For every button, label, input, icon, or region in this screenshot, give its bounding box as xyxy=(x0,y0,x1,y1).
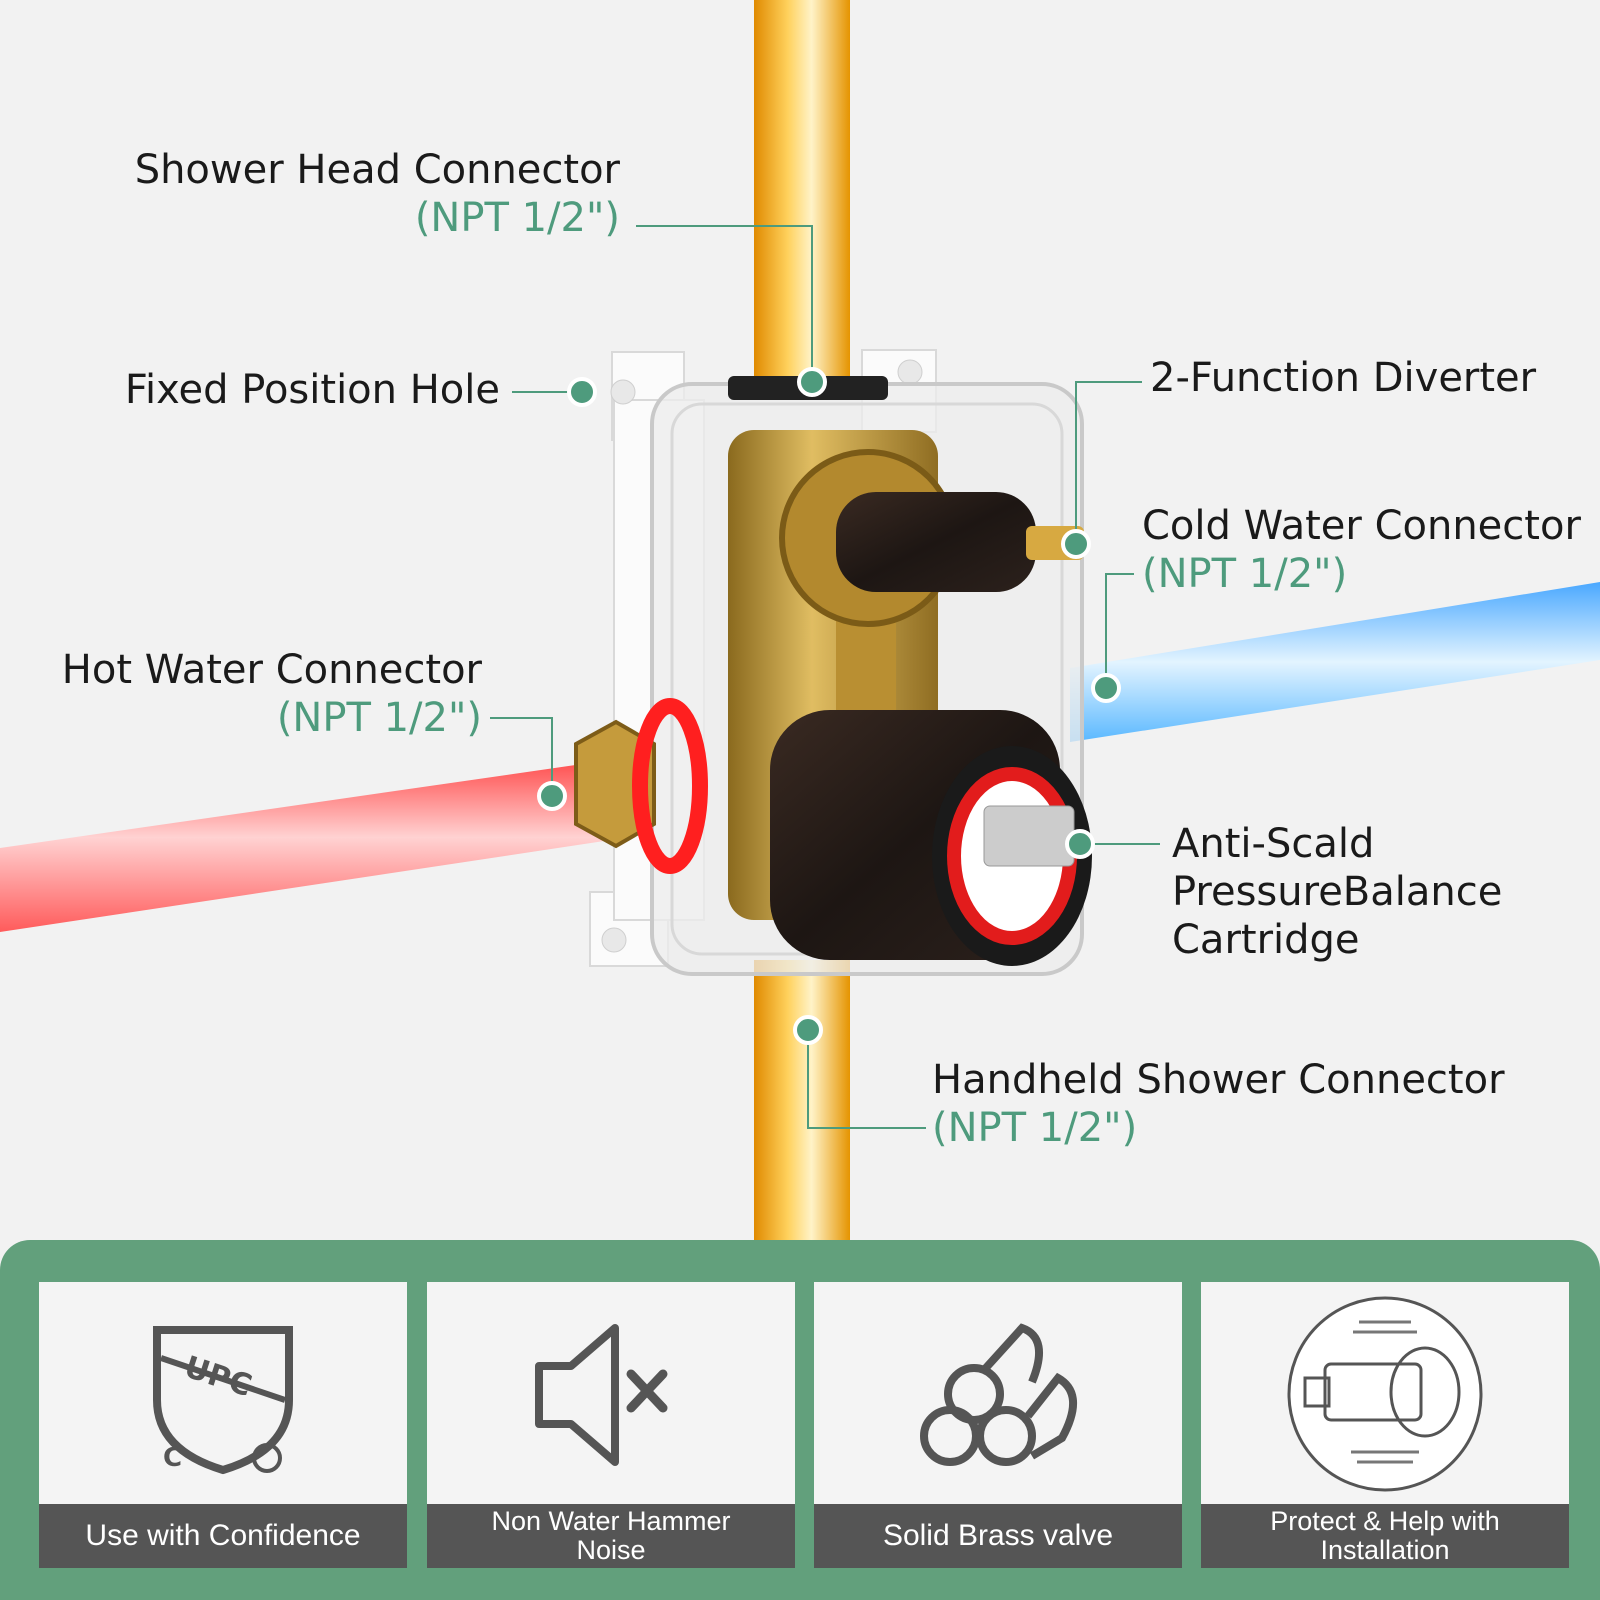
label-cartridge-line1: Anti-Scald xyxy=(1172,821,1375,867)
feature-caption-installation: Protect & Help with Installation xyxy=(1201,1504,1569,1568)
feature-card-installation: Protect & Help with Installation xyxy=(1201,1282,1569,1568)
caption-installation-line2: Installation xyxy=(1320,1535,1450,1565)
marker-fixed-hole xyxy=(567,377,597,407)
upc-c-glyph: C xyxy=(163,1443,182,1473)
label-diverter-title: 2-Function Diverter xyxy=(1150,355,1537,401)
label-handheld-title: Handheld Shower Connector xyxy=(932,1057,1505,1103)
label-handheld-shower-connector: Handheld Shower Connector (NPT 1/2") xyxy=(932,1056,1505,1152)
label-shower-head-title: Shower Head Connector xyxy=(134,147,620,193)
caption-noise-line1: Non Water Hammer xyxy=(491,1506,731,1536)
label-shower-head-spec: (NPT 1/2") xyxy=(414,195,620,241)
marker-diverter xyxy=(1061,529,1091,559)
feature-card-noise: Non Water Hammer Noise xyxy=(427,1282,795,1568)
muted-speaker-icon xyxy=(535,1324,668,1466)
upc-shield-icon: UPC C xyxy=(153,1326,293,1475)
label-hot-water-title: Hot Water Connector xyxy=(61,647,482,693)
upc-mark-text: UPC xyxy=(180,1350,256,1404)
mounting-hole-top-left xyxy=(610,379,636,405)
feature-caption-noise: Non Water Hammer Noise xyxy=(427,1504,795,1568)
label-hot-water-connector: Hot Water Connector (NPT 1/2") xyxy=(20,646,482,742)
label-cold-water-connector: Cold Water Connector (NPT 1/2") xyxy=(1142,502,1581,598)
label-cartridge-line2: PressureBalance xyxy=(1172,869,1503,915)
mounting-hole-bottom-left xyxy=(601,927,627,953)
marker-hot-water xyxy=(537,781,567,811)
feature-card-confidence: UPC C Use with Confidence xyxy=(39,1282,407,1568)
valve-illustration xyxy=(0,0,1600,1240)
label-fixed-hole-title: Fixed Position Hole xyxy=(124,367,500,413)
callout-lines xyxy=(490,225,1160,1129)
feature-caption-brass: Solid Brass valve xyxy=(814,1504,1182,1568)
label-cold-water-title: Cold Water Connector xyxy=(1142,503,1581,549)
diverter-stem xyxy=(836,492,1036,592)
label-fixed-position-hole: Fixed Position Hole xyxy=(100,366,500,414)
mounting-hole-top-right xyxy=(897,359,923,385)
marker-handheld xyxy=(793,1015,823,1045)
caption-confidence-text: Use with Confidence xyxy=(85,1519,361,1552)
registered-glyph xyxy=(252,1443,282,1473)
marker-cold-water xyxy=(1091,673,1121,703)
cartridge-stem xyxy=(983,805,1075,867)
brass-rods-icon xyxy=(920,1323,1078,1466)
caption-installation-line1: Protect & Help with xyxy=(1270,1506,1500,1536)
caption-brass-text: Solid Brass valve xyxy=(882,1519,1114,1552)
label-cartridge: Anti-Scald PressureBalance Cartridge xyxy=(1172,820,1502,964)
cold-water-pipe xyxy=(1070,582,1600,742)
label-handheld-spec: (NPT 1/2") xyxy=(932,1105,1138,1151)
label-cold-water-spec: (NPT 1/2") xyxy=(1142,551,1348,597)
label-diverter: 2-Function Diverter xyxy=(1150,354,1536,402)
callout-markers xyxy=(537,367,1121,1045)
label-hot-water-spec: (NPT 1/2") xyxy=(276,695,482,741)
outlet-pipe-lower xyxy=(754,960,850,1240)
marker-cartridge xyxy=(1065,829,1095,859)
hot-water-pipe xyxy=(0,760,624,932)
label-shower-head-connector: Shower Head Connector (NPT 1/2") xyxy=(100,146,620,242)
outlet-pipe-upper xyxy=(754,0,850,400)
feature-card-brass: Solid Brass valve xyxy=(814,1282,1182,1568)
marker-shower-head xyxy=(797,367,827,397)
hot-connector-seal xyxy=(632,698,708,874)
caption-noise-line2: Noise xyxy=(576,1535,646,1565)
installation-guard-icon xyxy=(1287,1296,1483,1492)
feature-caption-confidence: Use with Confidence xyxy=(39,1504,407,1568)
label-cartridge-line3: Cartridge xyxy=(1172,917,1360,963)
